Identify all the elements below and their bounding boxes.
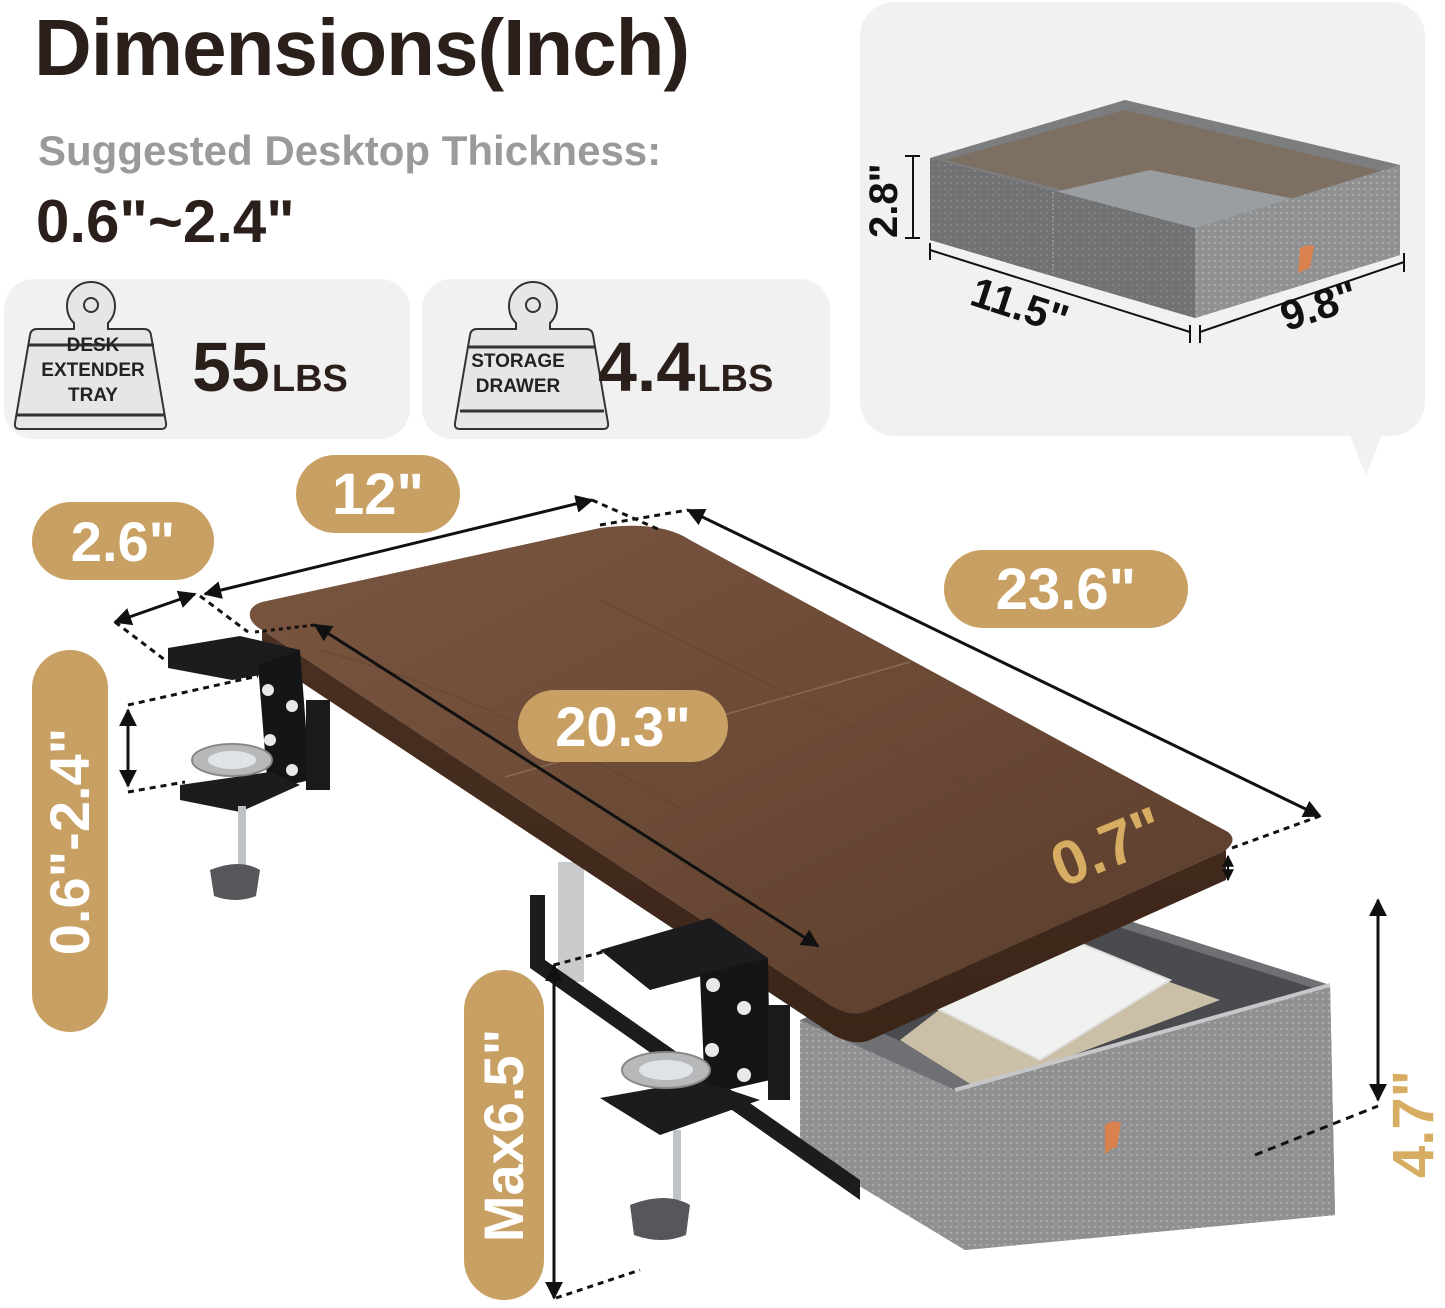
label-line: DESK — [66, 335, 120, 356]
weight-number: 55 — [192, 328, 270, 406]
label-line: DRAWER — [475, 376, 561, 397]
pill-tray-length: 23.6" — [944, 550, 1188, 628]
pill-max-height: Max6.5" — [464, 970, 544, 1300]
drawer-height-label: 4.7" — [1380, 940, 1445, 1178]
right-clamp — [600, 918, 790, 1240]
callout-pointer — [1348, 430, 1384, 476]
weight-value-desk-tray: 55LBS — [192, 327, 348, 407]
max-height-text: Max6.5" — [472, 1028, 536, 1242]
left-clamp — [168, 636, 330, 900]
weight-label-storage-drawer: STORAGE DRAWER — [442, 349, 594, 399]
clamp-range-text: 0.6"-2.4" — [38, 727, 102, 955]
drawer-height-text: 4.7" — [1381, 1069, 1445, 1178]
label-line: STORAGE — [471, 351, 565, 372]
callout-height-label: 2.8" — [862, 163, 906, 238]
weight-card-storage-drawer: STORAGE DRAWER 4.4LBS — [422, 279, 830, 439]
callout-drawer-image — [905, 100, 1405, 343]
page-title: Dimensions(Inch) — [34, 3, 690, 92]
weight-unit: LBS — [271, 358, 348, 400]
weight-number: 4.4 — [598, 328, 696, 406]
weight-label-desk-tray: DESK EXTENDER TRAY — [18, 333, 168, 408]
weight-card-desk-tray: DESK EXTENDER TRAY 55LBS — [4, 279, 410, 439]
weight-icon — [453, 281, 610, 430]
pill-inner-length: 20.3" — [518, 690, 728, 762]
dimension-lines — [113, 495, 1387, 1300]
pill-clamp-range: 0.6"-2.4" — [32, 650, 108, 1032]
pill-tray-depth: 12" — [296, 455, 460, 533]
thickness-range: 0.6"~2.4" — [36, 188, 295, 255]
pill-clamp-depth: 2.6" — [32, 502, 214, 580]
weight-icon — [13, 281, 168, 430]
thickness-subtitle: Suggested Desktop Thickness: — [38, 127, 662, 174]
label-line: TRAY — [68, 385, 118, 406]
label-line: EXTENDER — [41, 360, 145, 381]
weight-value-storage-drawer: 4.4LBS — [598, 327, 773, 407]
weight-unit: LBS — [697, 358, 774, 400]
